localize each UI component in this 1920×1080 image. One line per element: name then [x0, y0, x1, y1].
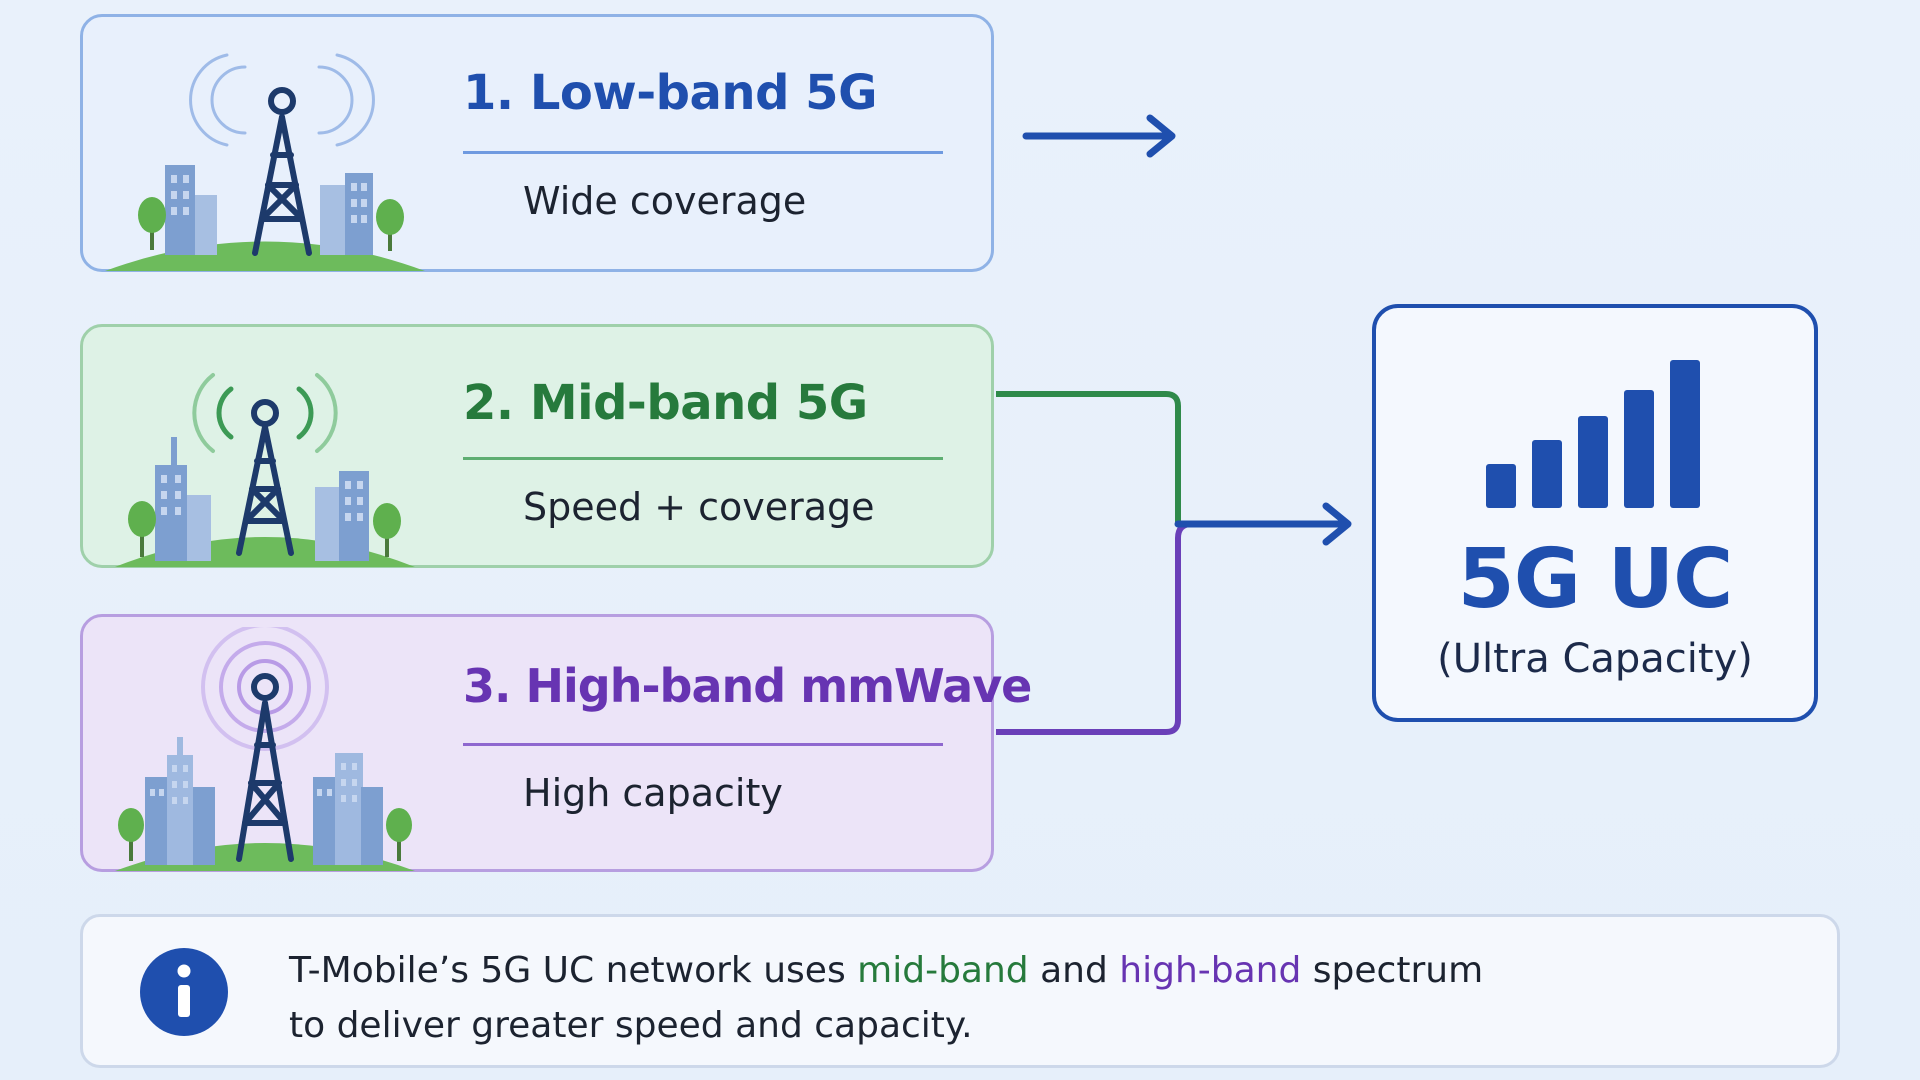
- result-5g-uc: 5G UC (Ultra Capacity): [1372, 304, 1818, 722]
- info-text-part: and: [1028, 950, 1120, 991]
- band-card-mid: 2. Mid-band 5G Speed + coverage: [80, 324, 994, 568]
- mid-band-tower-icon: [115, 373, 415, 567]
- low-band-tower-icon: [105, 53, 425, 271]
- info-text-part: spectrum: [1301, 950, 1484, 991]
- band-subtitle: High capacity: [523, 771, 783, 815]
- high-band-tower-icon: [115, 627, 415, 871]
- divider: [463, 151, 943, 154]
- band-title: 3. High-band mmWave: [463, 659, 1032, 713]
- signal-bars-icon: [1486, 360, 1700, 508]
- divider: [463, 743, 943, 746]
- band-subtitle: Speed + coverage: [523, 485, 875, 529]
- info-panel: T-Mobile’s 5G UC network uses mid-band a…: [80, 914, 1840, 1068]
- info-text-part: T-Mobile’s 5G UC network uses: [289, 950, 858, 991]
- merged-arrow: [1174, 502, 1352, 546]
- info-line-1: T-Mobile’s 5G UC network uses mid-band a…: [289, 943, 1483, 998]
- mid-band-highlight: mid-band: [857, 950, 1029, 991]
- info-line-2: to deliver greater speed and capacity.: [289, 1005, 973, 1046]
- mid-band-connector: [996, 391, 1181, 522]
- band-subtitle: Wide coverage: [523, 179, 807, 223]
- band-title: 1. Low-band 5G: [463, 65, 877, 121]
- low-band-arrow: [1022, 114, 1176, 158]
- info-text: T-Mobile’s 5G UC network uses mid-band a…: [289, 943, 1483, 1053]
- result-title: 5G UC: [1457, 532, 1734, 627]
- band-card-low: 1. Low-band 5G Wide coverage: [80, 14, 994, 272]
- band-title: 2. Mid-band 5G: [463, 375, 868, 431]
- info-icon: [140, 948, 228, 1036]
- divider: [463, 457, 943, 460]
- high-band-highlight: high-band: [1119, 950, 1302, 991]
- result-subtitle: (Ultra Capacity): [1437, 636, 1753, 682]
- band-card-high: 3. High-band mmWave High capacity: [80, 614, 1032, 872]
